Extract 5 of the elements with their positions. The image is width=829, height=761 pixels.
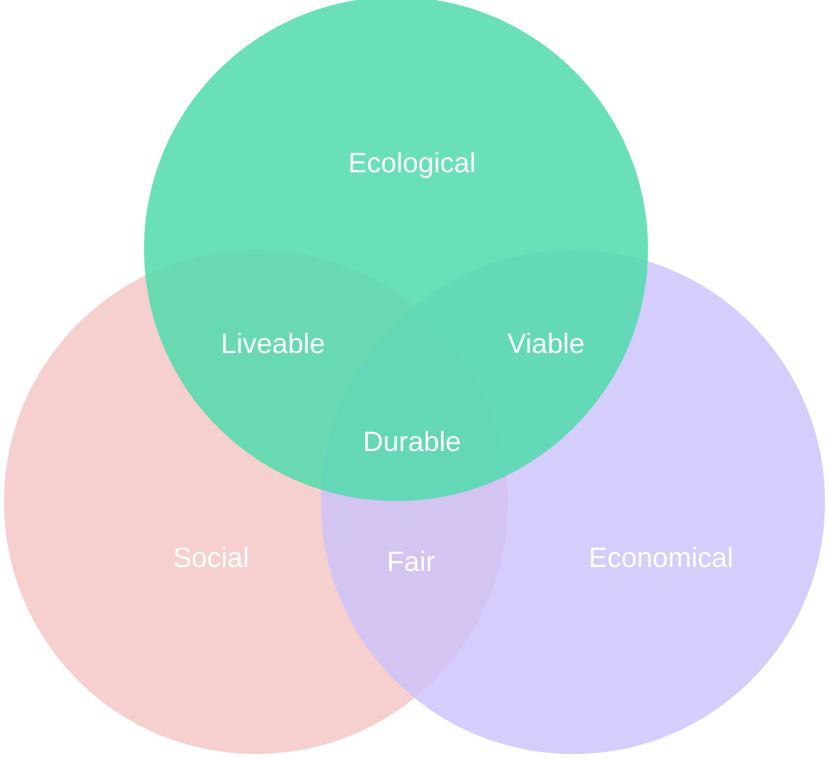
overlap-label: Fair (389, 550, 435, 572)
overlap-label: Durable (365, 430, 460, 452)
circle-label: Ecological (350, 152, 474, 178)
overlap-label: Viable (507, 332, 584, 354)
overlap-label: Liveable (223, 332, 324, 354)
